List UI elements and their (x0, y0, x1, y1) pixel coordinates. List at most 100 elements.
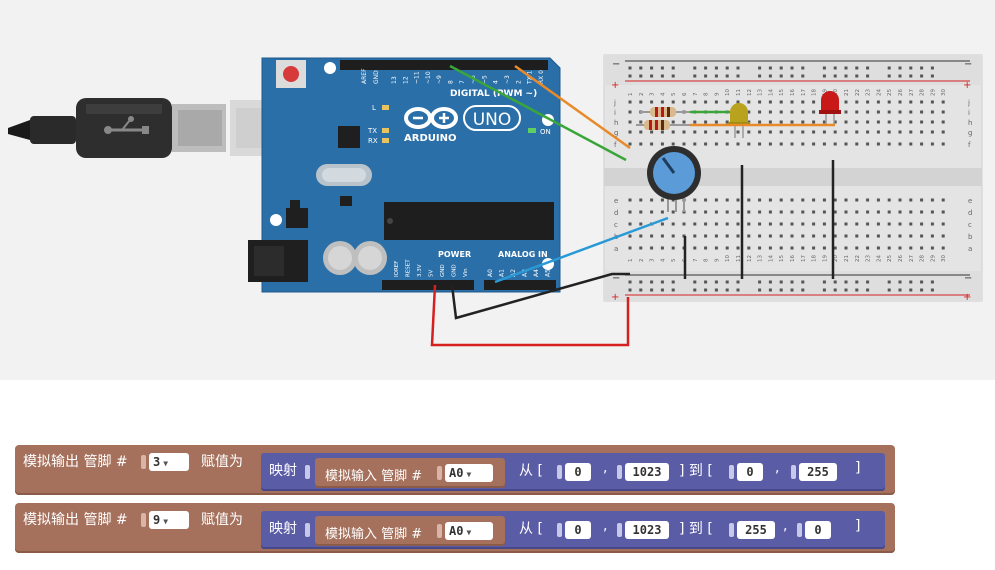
block-row-2[interactable]: 模拟输出 管脚 # 9▼ 赋值为 映射 模拟输入 管脚 # A0▼ 从 [ 0 … (15, 503, 895, 553)
reset-button[interactable] (276, 60, 306, 88)
column-number: 22 (855, 255, 861, 262)
row-letter: j (613, 99, 616, 107)
row-letter: e (968, 197, 972, 205)
column-number: 22 (855, 89, 861, 96)
analog-read-block-1[interactable]: 模拟输入 管脚 # A0▼ (315, 458, 505, 488)
power-header[interactable] (382, 280, 474, 290)
from-label: 从 [ (519, 463, 543, 479)
rx-label: RX (368, 137, 378, 145)
to-low-input-2[interactable]: 255 (737, 521, 775, 539)
digital-pin-label: 12 (402, 76, 409, 84)
to-low-input-1[interactable]: 0 (737, 463, 763, 481)
from-low-input-2[interactable]: 0 (565, 521, 591, 539)
usb-icon (104, 116, 149, 134)
map-block-2[interactable]: 映射 模拟输入 管脚 # A0▼ 从 [ 0 , 1023 ] 到 [ 255 … (261, 511, 885, 549)
power-jack[interactable] (248, 240, 308, 282)
digital-header[interactable] (340, 60, 548, 70)
column-number: 19 (822, 89, 828, 96)
analog-pin-label: A5 (545, 269, 552, 277)
svg-text:+: + (611, 80, 619, 91)
block-row-1[interactable]: 模拟输出 管脚 # 3▼ 赋值为 映射 模拟输入 管脚 # A0▼ 从 [ 0 … (15, 445, 895, 495)
pin-dropdown-2[interactable]: 9▼ (149, 511, 189, 529)
analog-write-block-2[interactable]: 模拟输出 管脚 # 9▼ 赋值为 映射 模拟输入 管脚 # A0▼ 从 [ 0 … (15, 503, 895, 553)
red-led[interactable] (819, 91, 841, 124)
svg-text:−: − (964, 59, 972, 70)
analog-write-block-1[interactable]: 模拟输出 管脚 # 3▼ 赋值为 映射 模拟输入 管脚 # A0▼ 从 [ 0 … (15, 445, 895, 495)
column-number: 18 (812, 255, 818, 262)
ain-pin-dropdown-1[interactable]: A0▼ (445, 464, 493, 482)
row-letter: j (967, 99, 970, 107)
column-number: 3 (650, 258, 656, 262)
row-letter: f (968, 141, 971, 149)
column-number: 18 (812, 89, 818, 96)
to-high-input-1[interactable]: 255 (799, 463, 837, 481)
column-number: 15 (779, 89, 785, 96)
analog-header[interactable] (484, 280, 556, 290)
column-number: 1 (628, 93, 634, 97)
from-low-input-1[interactable]: 0 (565, 463, 591, 481)
column-number: 17 (801, 89, 807, 96)
resistor-1[interactable] (640, 107, 690, 117)
digital-pin-label: 13 (391, 76, 398, 84)
row-letter: e (614, 197, 618, 205)
column-number: 3 (650, 92, 656, 96)
on-label: ON (540, 128, 551, 136)
column-number: 10 (725, 255, 731, 262)
column-number: 9 (714, 258, 720, 262)
column-number: 26 (898, 89, 904, 96)
column-number: 23 (866, 89, 872, 96)
digital-pin-label: 7 (459, 80, 466, 84)
from-high-input-2[interactable]: 1023 (625, 521, 669, 539)
breadboard-column-numbers: 1122334455667788991010111112121313141415… (628, 89, 947, 262)
column-number: 5 (671, 258, 677, 262)
map-block-1[interactable]: 映射 模拟输入 管脚 # A0▼ 从 [ 0 , 1023 ] 到 [ 0 , … (261, 453, 885, 491)
potentiometer[interactable] (647, 146, 701, 212)
row-letter: c (614, 221, 618, 229)
column-number: 29 (930, 89, 936, 96)
power-pin-label: Vin (463, 268, 469, 277)
column-number: 28 (920, 255, 926, 262)
analog-write-title: 模拟输出 管脚 # (23, 512, 128, 528)
analog-read-block-2[interactable]: 模拟输入 管脚 # A0▼ (315, 516, 505, 546)
from-label: 从 [ (519, 521, 543, 537)
row-letter: i (968, 109, 970, 117)
crystal (316, 164, 372, 186)
column-number: 8 (704, 92, 710, 96)
from-high-input-1[interactable]: 1023 (625, 463, 669, 481)
digital-pin-label: ~3 (504, 75, 511, 84)
pin-dropdown-1[interactable]: 3▼ (149, 453, 189, 471)
column-number: 19 (822, 255, 828, 262)
arduino-logo-icon (404, 107, 458, 129)
column-number: 5 (671, 92, 677, 96)
tx-label: TX (367, 127, 377, 135)
ain-pin-dropdown-2[interactable]: A0▼ (445, 522, 493, 540)
breadboard-holes (628, 66, 945, 292)
column-number: 2 (639, 93, 645, 97)
digital-pin-label: 2 (515, 80, 522, 84)
svg-text:−: − (612, 59, 620, 70)
model-label: UNO (473, 110, 512, 130)
assign-label: 赋值为 (201, 454, 243, 470)
wire-blue-a0 (494, 216, 669, 284)
column-number: 14 (768, 89, 774, 96)
usb-cable[interactable] (8, 98, 304, 158)
digital-label: DIGITAL (PWM ~) (450, 89, 537, 99)
column-number: 4 (660, 258, 666, 262)
to-high-input-2[interactable]: 0 (805, 521, 831, 539)
to-label: ] 到 [ (679, 463, 713, 479)
svg-text:−: − (612, 273, 620, 284)
column-number: 29 (930, 255, 936, 262)
wire-black-gnd (450, 272, 630, 320)
column-number: 16 (790, 89, 796, 96)
resistor-2[interactable] (636, 120, 690, 130)
column-number: 6 (682, 92, 688, 96)
svg-text:+: + (611, 292, 619, 303)
digital-pin-label: 8 (448, 80, 455, 84)
power-pin-label: 3.3V (417, 264, 423, 277)
column-number: 4 (660, 92, 666, 96)
power-pin-label: GND (452, 264, 458, 277)
